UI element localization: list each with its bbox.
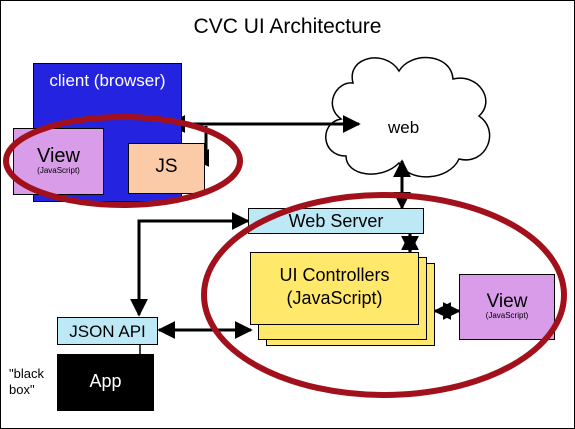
view-right-sublabel: (JavaScript) — [485, 310, 529, 320]
web-server-box: Web Server — [248, 208, 424, 234]
controllers-highlight-ring — [201, 192, 567, 398]
client-highlight-ring — [3, 114, 243, 208]
black-box-note: "black box" — [9, 366, 44, 398]
view-right-box: View (JavaScript) — [459, 274, 555, 340]
app-label: App — [89, 371, 122, 391]
black-box-note-line2: box" — [9, 382, 35, 397]
app-box: App — [57, 354, 154, 411]
web-label: web — [388, 118, 420, 137]
server-json-connector — [130, 212, 250, 317]
web-cloud — [325, 56, 491, 178]
json-api-box: JSON API — [57, 317, 158, 345]
ui-controllers-box: UI Controllers (JavaScript) — [250, 252, 419, 325]
diagram-title: CVC UI Architecture — [193, 15, 382, 38]
ui-controllers-label: UI Controllers — [279, 265, 390, 285]
view-left-label: View — [37, 145, 80, 167]
client-browser-label: client (browser) — [49, 71, 166, 90]
ui-controllers-sublabel: (JavaScript) — [286, 287, 383, 308]
web-server-label: Web Server — [288, 211, 384, 231]
view-right-label: View — [486, 291, 528, 312]
view-left-sublabel: (JavaScript) — [37, 166, 80, 175]
json-api-label: JSON API — [69, 322, 146, 341]
black-box-note-line1: "black — [9, 366, 44, 381]
js-box: JS — [128, 143, 205, 194]
js-label: JS — [155, 156, 178, 177]
